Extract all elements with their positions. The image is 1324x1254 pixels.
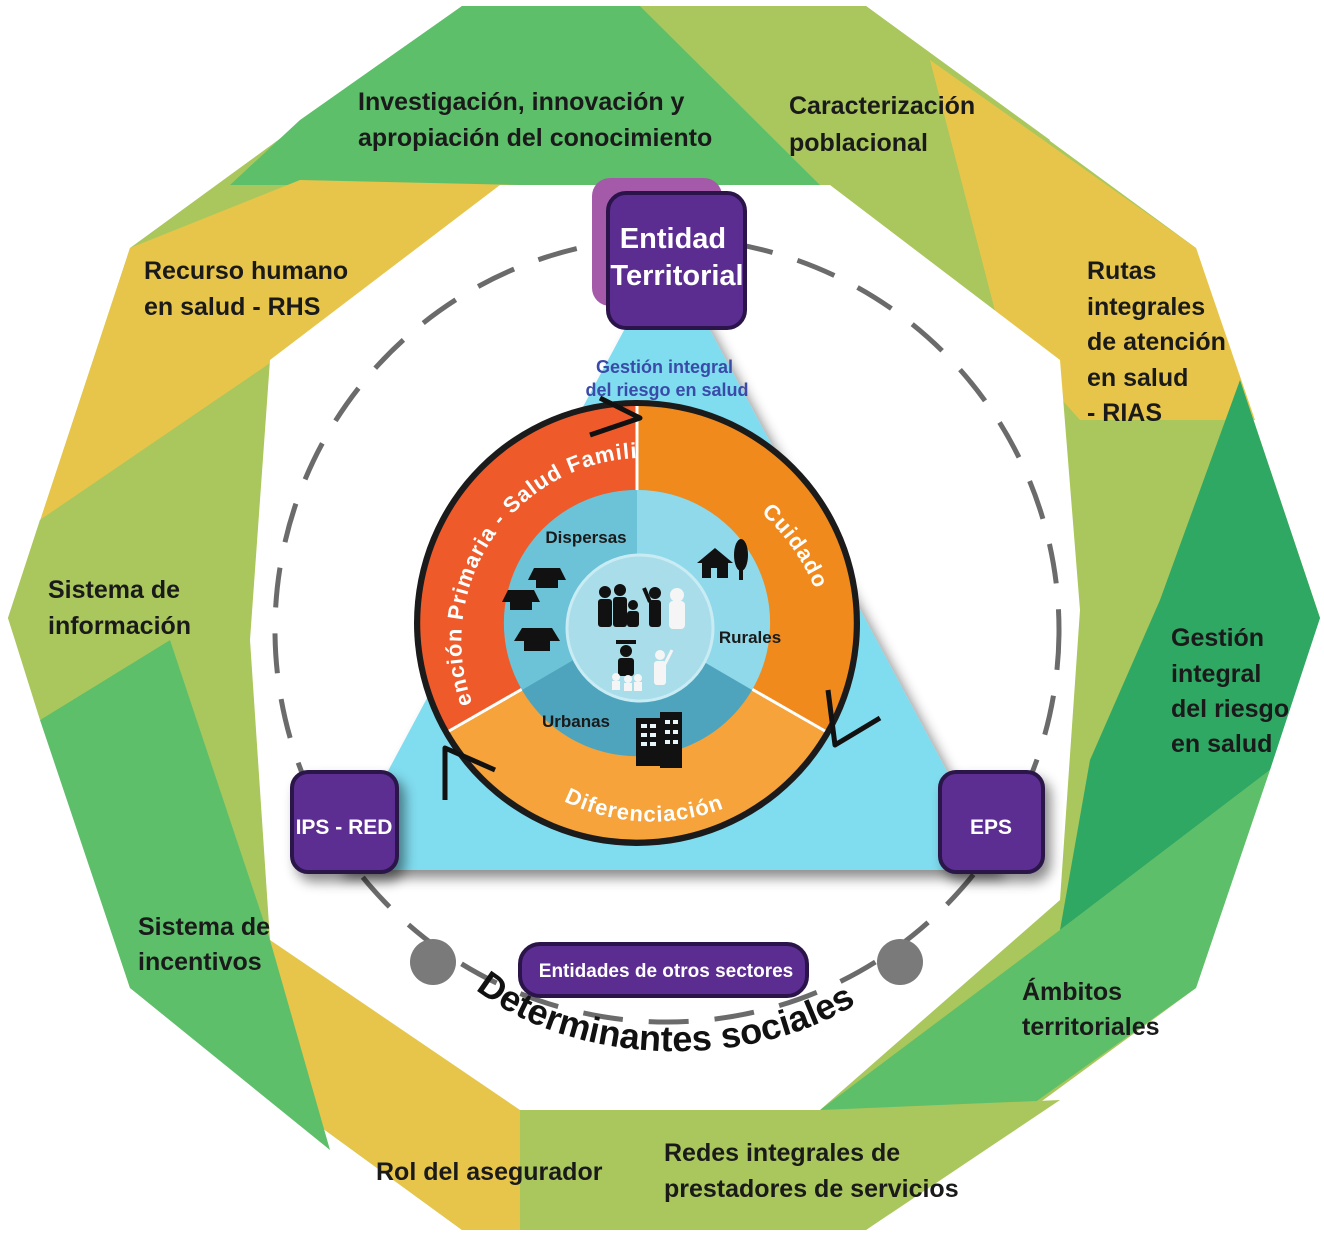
- central-ring: [414, 395, 882, 846]
- gestion-label: Gestión integral del riesgo en salud: [585, 357, 748, 400]
- svg-text:Entidad Territorial: Entidad Territorial: [610, 223, 743, 292]
- label-rutas-line4: en salud: [1087, 364, 1188, 392]
- label-ambitos: Ámbitos territoriales: [1022, 977, 1160, 1041]
- node-otros-sectores-label: Entidades de otros sectores: [539, 961, 793, 982]
- hut-icon: [514, 628, 560, 651]
- label-gestion-line3: del riesgo: [1171, 695, 1289, 723]
- hut-icon: [502, 590, 540, 610]
- ring-arrow-left: [442, 745, 497, 800]
- gestion-label-line1: Gestión integral: [596, 357, 733, 377]
- node-eps[interactable]: EPS: [938, 770, 1045, 874]
- node-eps-label: EPS: [970, 816, 1012, 839]
- node-entidad-line1: Entidad: [620, 223, 726, 255]
- band-top-right-lime: [640, 6, 1050, 190]
- label-recurso-humano: Recurso humano en salud - RHS: [144, 257, 355, 321]
- band-left-lime: [8, 370, 260, 720]
- node-entidad-territorial[interactable]: Entidad Territorial: [592, 178, 747, 330]
- person-outline-icon: [669, 588, 685, 629]
- label-redes-line2: prestadores de servicios: [664, 1175, 959, 1203]
- label-gestion-line2: integral: [1171, 660, 1261, 688]
- band-left-green: [40, 640, 330, 1150]
- label-gestion-riesgo: Gestión integral del riesgo en salud: [1171, 624, 1296, 758]
- label-incentivos-line2: incentivos: [138, 948, 262, 976]
- label-ambitos-line2: territoriales: [1022, 1013, 1160, 1041]
- label-rutas: Rutas integrales de atención en salud - …: [1087, 257, 1233, 427]
- label-informacion-line1: Sistema de: [48, 576, 180, 604]
- band-right-darkgreen: [1060, 380, 1320, 930]
- label-redes-line1: Redes integrales de: [664, 1139, 900, 1167]
- label-incentivos-line1: Sistema de: [138, 913, 270, 941]
- label-recurso-line2: en salud - RHS: [144, 293, 320, 321]
- label-ambitos-line1: Ámbitos: [1022, 977, 1122, 1006]
- building-icon: [636, 712, 682, 768]
- ring-arrow-right: [825, 689, 882, 748]
- node-entidad-line2: Territorial: [610, 260, 743, 292]
- label-investigacion: Investigación, innovación y apropiación …: [358, 88, 712, 152]
- rural-house-icon: [697, 539, 748, 580]
- label-redes: Redes integrales de prestadores de servi…: [664, 1139, 959, 1203]
- label-gestion-line4: en salud: [1171, 730, 1272, 758]
- zone-label-dispersas: Dispersas: [545, 528, 626, 547]
- zone-label-rurales: Rurales: [719, 628, 781, 647]
- orbit-dot-right: [877, 939, 923, 985]
- label-gestion-line1: Gestión: [1171, 624, 1264, 652]
- band-bottom-yellow: [270, 940, 520, 1230]
- label-caracterizacion: Caracterización poblacional: [789, 92, 982, 157]
- node-otros-sectores[interactable]: Entidades de otros sectores: [518, 942, 809, 998]
- band-top-green: [230, 6, 820, 185]
- label-rutas-line2: integrales: [1087, 293, 1205, 321]
- label-incentivos: Sistema de incentivos: [138, 913, 277, 976]
- rural-family-icon: [612, 640, 674, 691]
- hut-icons: [502, 568, 566, 651]
- band-right-green: [820, 770, 1270, 1120]
- person-wave-icon: [642, 587, 661, 627]
- label-rutas-line5: - RIAS: [1087, 399, 1162, 427]
- ring-divider-left: [448, 686, 525, 733]
- ring-arrow-top: [589, 395, 643, 438]
- label-caracterizacion-line2: poblacional: [789, 129, 928, 157]
- label-informacion-line2: información: [48, 612, 191, 640]
- label-caracterizacion-line1: Caracterización: [789, 92, 975, 120]
- label-recurso-line1: Recurso humano: [144, 257, 348, 285]
- label-rutas-line1: Rutas: [1087, 257, 1156, 285]
- node-ips-red[interactable]: IPS - RED: [290, 770, 399, 874]
- band-left-yellow: [8, 180, 520, 618]
- orbit-dot-left: [410, 939, 456, 985]
- dashed-orbit: [272, 235, 1062, 1025]
- label-investigacion-line2: apropiación del conocimiento: [358, 124, 712, 152]
- ring-divider-right: [749, 686, 826, 733]
- hut-icon: [528, 568, 566, 588]
- label-rutas-line3: de atención: [1087, 328, 1226, 356]
- gestion-label-line2: del riesgo en salud: [585, 380, 748, 400]
- label-investigacion-line1: Investigación, innovación y: [358, 88, 685, 116]
- label-rol-asegurador: Rol del asegurador: [376, 1158, 603, 1186]
- band-bottom-lime: [520, 1100, 1060, 1230]
- family-icon: [598, 584, 639, 627]
- node-ips-red-label: IPS - RED: [296, 816, 393, 839]
- zone-label-urbanas: Urbanas: [542, 712, 610, 731]
- label-informacion: Sistema de información: [48, 576, 191, 640]
- label-rol-line1: Rol del asegurador: [376, 1158, 603, 1186]
